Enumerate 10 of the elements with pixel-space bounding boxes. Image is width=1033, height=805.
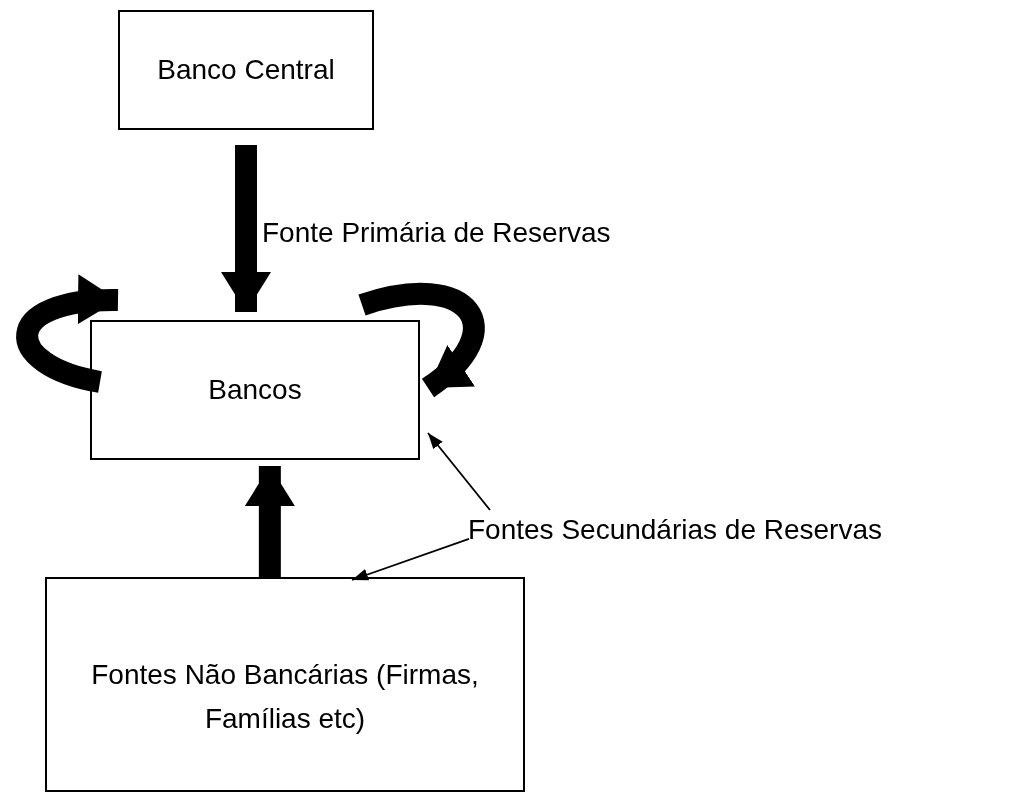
arrow xyxy=(221,145,271,312)
leader-line xyxy=(351,537,470,581)
process-box: Fontes Não Bancárias (Firmas, Famílias etc) xyxy=(45,577,525,792)
process-box: Bancos xyxy=(90,320,420,460)
arrow xyxy=(359,283,485,397)
note-text: Fontes Secundárias de Reservas xyxy=(468,508,908,552)
process-box: Banco Central xyxy=(118,10,374,130)
leader-line xyxy=(427,432,491,511)
arrow xyxy=(16,276,119,393)
arrow xyxy=(244,466,295,577)
